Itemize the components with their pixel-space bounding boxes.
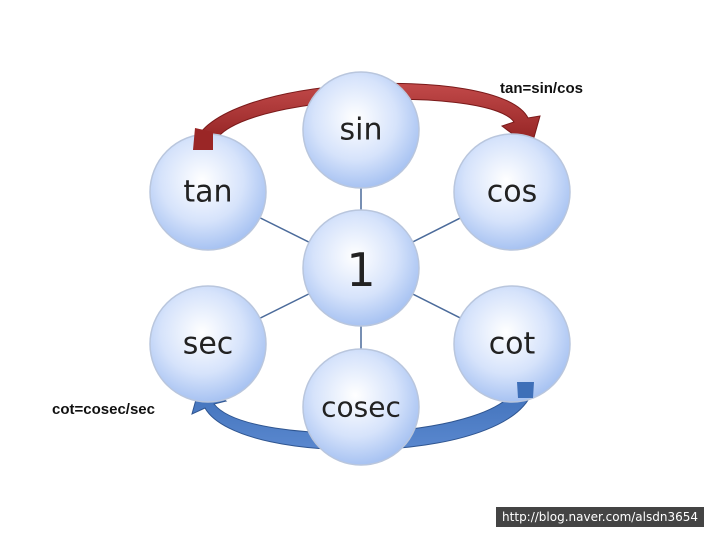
node-sin: sin	[302, 71, 420, 189]
top-arrow-label: tan=sin/cos	[500, 80, 583, 97]
bottom-arrow-label: cot=cosec/sec	[52, 401, 155, 418]
node-sec: sec	[149, 285, 267, 403]
node-cosec-label: cosec	[321, 391, 401, 424]
node-cos-label: cos	[487, 175, 537, 210]
node-cosec: cosec	[302, 348, 420, 466]
node-cos: cos	[453, 133, 571, 251]
center-label: 1	[346, 243, 375, 297]
bottom-arrow-tail	[517, 382, 534, 398]
node-center: 1	[302, 209, 420, 327]
node-tan: tan	[149, 133, 267, 251]
watermark: http://blog.naver.com/alsdn3654	[496, 507, 704, 527]
node-cot-label: cot	[489, 327, 536, 362]
node-tan-label: tan	[183, 175, 232, 210]
top-arrow-tail	[193, 128, 213, 150]
node-sin-label: sin	[340, 113, 383, 148]
node-sec-label: sec	[183, 327, 234, 362]
node-cot: cot	[453, 285, 571, 403]
